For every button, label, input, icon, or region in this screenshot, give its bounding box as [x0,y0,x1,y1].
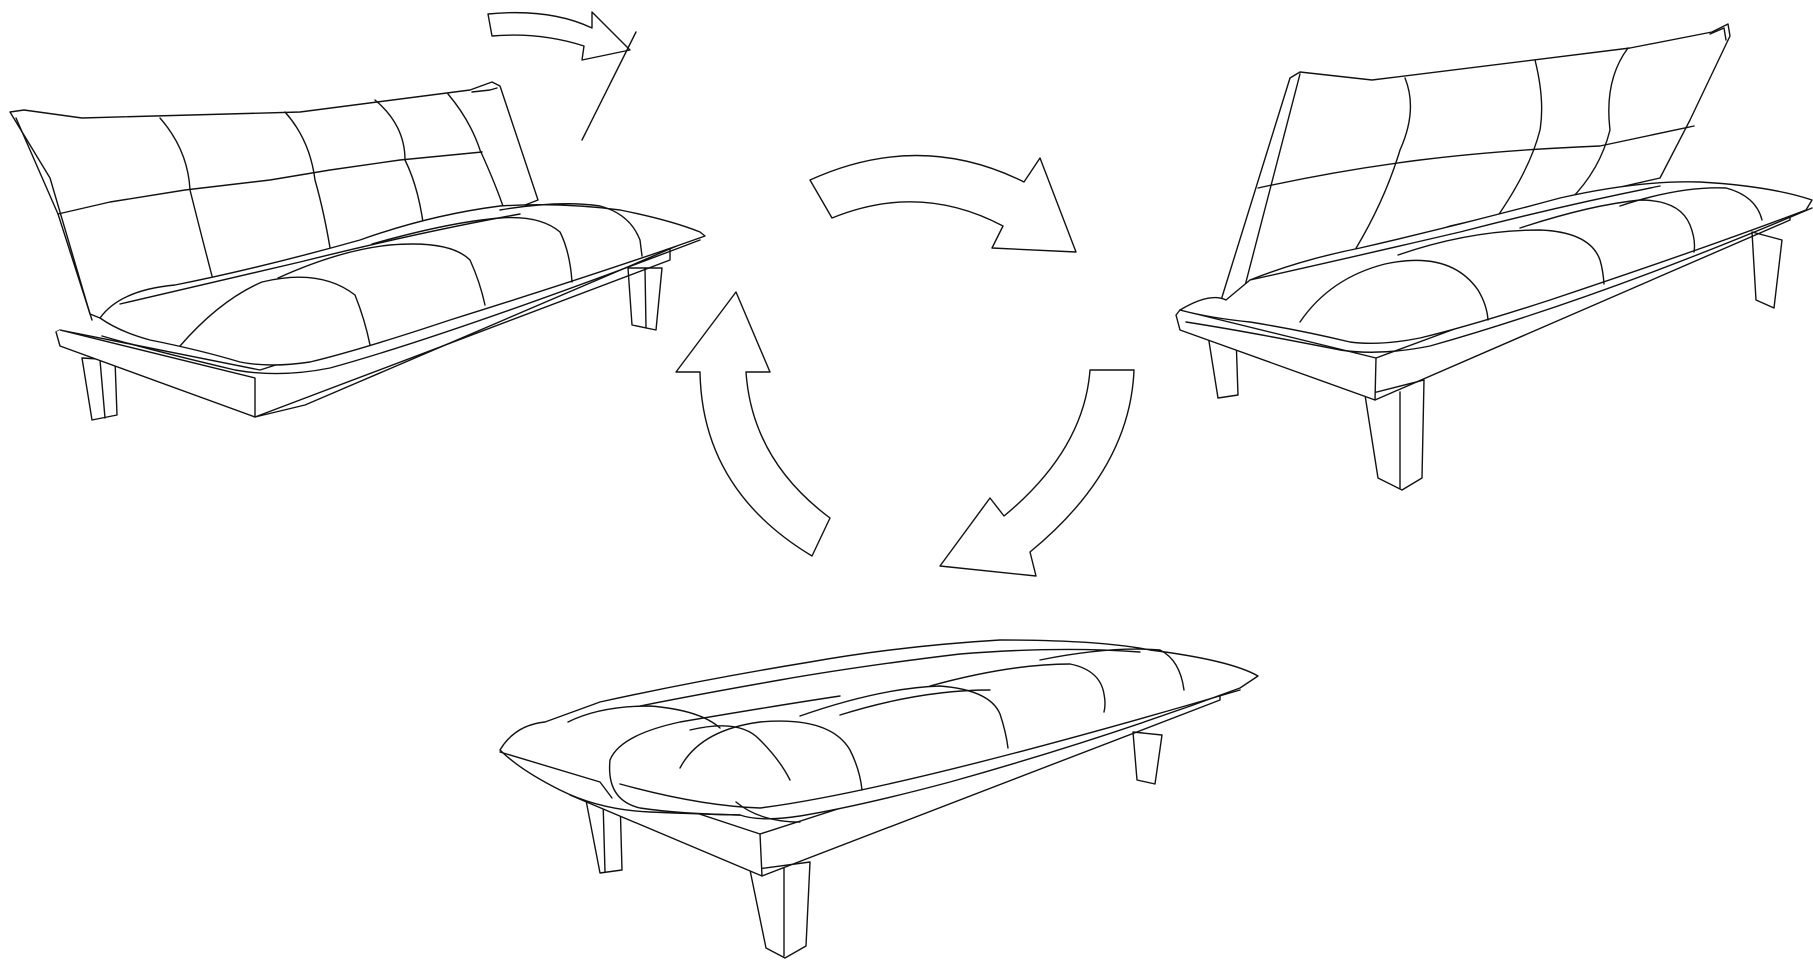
sofa-flat [500,640,1258,958]
leg-back-right [1133,732,1162,784]
leg-back-left [82,358,117,420]
sofa-upright [10,82,705,420]
arrow-reclined-to-flat [940,370,1134,576]
leg-back-right [1752,232,1782,308]
sofa-reclined [1176,24,1812,490]
arrow-upright-to-reclined [810,155,1076,252]
curved-arrow-icon [488,12,630,60]
leg-front [750,862,810,958]
cycle-arrows [676,155,1134,576]
arrow-flat-to-upright [676,292,830,556]
